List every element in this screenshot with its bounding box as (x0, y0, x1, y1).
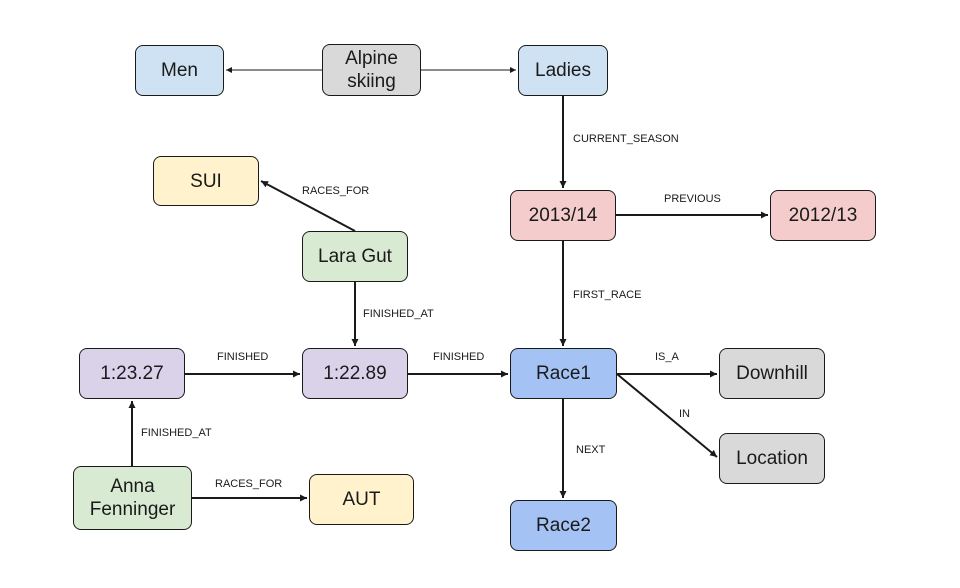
edge-laragut-to-sui (260, 180, 356, 232)
edge-race1-to-location (616, 373, 718, 458)
edge-label-is-a: IS_A (655, 351, 679, 363)
edge-label-in: IN (679, 408, 690, 420)
node-location: Location (719, 433, 825, 484)
edge-label-finished-at-anna: FINISHED_AT (141, 427, 212, 439)
node-time-1-22-89: 1:22.89 (302, 348, 408, 399)
edge-label-races-for-anna: RACES_FOR (215, 478, 283, 490)
edge-label-first-race: FIRST_RACE (573, 289, 642, 301)
node-alpine-skiing: Alpine skiing (322, 44, 421, 96)
node-lara-gut: Lara Gut (302, 231, 408, 282)
node-anna-fenninger: Anna Fenninger (73, 466, 192, 530)
edge-label-races-for-lara: RACES_FOR (302, 185, 370, 197)
edge-label-previous: PREVIOUS (664, 193, 721, 205)
node-downhill: Downhill (719, 348, 825, 399)
edge-label-finished-time1: FINISHED (217, 351, 269, 363)
node-ladies: Ladies (518, 45, 608, 96)
edge-label-current-season: CURRENT_SEASON (573, 133, 679, 145)
node-season-2013-14: 2013/14 (510, 190, 616, 241)
node-race2: Race2 (510, 500, 617, 551)
node-race1: Race1 (510, 348, 617, 399)
node-time-1-23-27: 1:23.27 (79, 348, 185, 399)
node-men: Men (135, 45, 224, 96)
edge-label-next: NEXT (576, 444, 606, 456)
node-sui: SUI (153, 156, 259, 206)
edge-label-finished-time2: FINISHED (433, 351, 485, 363)
edge-label-finished-at-lara: FINISHED_AT (363, 308, 434, 320)
node-season-2012-13: 2012/13 (770, 190, 876, 241)
node-aut: AUT (309, 474, 414, 525)
